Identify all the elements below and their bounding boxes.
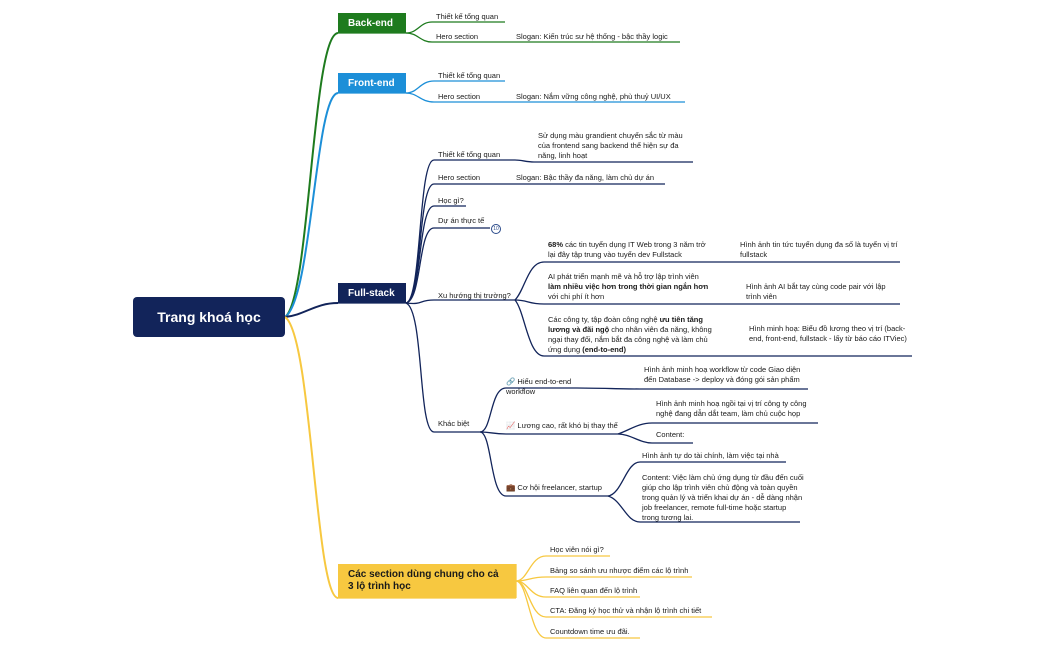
diff-freelancer-image-note[interactable]: Hình ảnh tự do tài chính, làm việc tại n… xyxy=(642,451,779,460)
fullstack-trend[interactable]: Xu hướng thị trường? xyxy=(438,291,511,300)
diff-high-salary-content[interactable]: Content: xyxy=(656,430,685,439)
trend-1-image-note[interactable]: Hình ảnh tin tức tuyển dụng đa số là tuy… xyxy=(740,240,898,259)
common-sections-node[interactable]: Các section dùng chung cho cả 3 lộ trình… xyxy=(338,564,516,598)
diff-freelancer-content[interactable]: Content: Việc làm chủ ứng dụng từ đầu đế… xyxy=(642,473,804,522)
trend-1[interactable]: 68% các tin tuyển dụng IT Web trong 3 nă… xyxy=(548,240,706,259)
fullstack-hero-slogan[interactable]: Slogan: Bậc thầy đa năng, làm chủ dự án xyxy=(516,173,655,182)
trend-3[interactable]: Các công ty, tập đoàn công nghệ ưu tiên … xyxy=(548,315,712,354)
projects-count-badge: 10 xyxy=(491,224,501,234)
root-node[interactable]: Trang khoá học xyxy=(133,297,285,337)
trend-2-image-note[interactable]: Hình ảnh AI bắt tay cùng code pair với l… xyxy=(746,282,886,301)
diff-freelancer[interactable]: 💼 Cơ hội freelancer, startup xyxy=(506,483,602,492)
fullstack-overview-note[interactable]: Sử dụng màu grandient chuyển sắc từ màu … xyxy=(538,131,683,160)
backend-overview[interactable]: Thiết kế tổng quan xyxy=(436,12,499,21)
diff-end-to-end[interactable]: 🔗 Hiểu end-to-end workflow xyxy=(506,377,572,396)
branch-frontend xyxy=(284,92,339,318)
fullstack-projects[interactable]: Dự án thực tế xyxy=(438,216,485,225)
diff-high-salary-image-note[interactable]: Hình ảnh minh hoạ ngồi tại vị trí công t… xyxy=(656,399,807,418)
fullstack-hero[interactable]: Hero section xyxy=(438,173,481,182)
fullstack-overview[interactable]: Thiết kế tổng quan xyxy=(438,150,501,159)
frontend-node[interactable]: Front-end xyxy=(338,73,406,93)
frontend-hero[interactable]: Hero section xyxy=(438,92,481,101)
common-item-cta[interactable]: CTA: Đăng ký học thử và nhận lộ trình ch… xyxy=(550,606,702,615)
backend-hero-slogan[interactable]: Slogan: Kiến trúc sư hệ thống - bậc thầy… xyxy=(516,32,668,41)
backend-node[interactable]: Back-end xyxy=(338,13,406,33)
branch-common xyxy=(284,316,339,599)
branch-fullstack xyxy=(284,302,339,318)
common-item-testimonials[interactable]: Học viên nói gì? xyxy=(550,545,604,554)
trend-3-image-note[interactable]: Hình minh hoạ: Biểu đồ lương theo vị trí… xyxy=(749,324,907,343)
common-item-comparison[interactable]: Bảng so sánh ưu nhược điểm các lộ trình xyxy=(550,566,689,575)
fullstack-diff[interactable]: Khác biệt xyxy=(438,419,470,428)
diff-end-to-end-image-note[interactable]: Hình ảnh minh hoạ workflow từ code Giao … xyxy=(644,365,801,384)
fullstack-node[interactable]: Full-stack xyxy=(338,283,406,303)
common-item-faq[interactable]: FAQ liên quan đến lộ trình xyxy=(550,586,638,595)
common-item-countdown[interactable]: Countdown time ưu đãi. xyxy=(550,627,630,636)
frontend-hero-slogan[interactable]: Slogan: Nắm vững công nghệ, phù thuỷ UI/… xyxy=(516,92,671,101)
trend-2[interactable]: AI phát triển mạnh mẽ và hỗ trợ lập trìn… xyxy=(548,272,709,301)
frontend-overview[interactable]: Thiết kế tổng quan xyxy=(438,71,501,80)
diff-high-salary[interactable]: 📈 Lương cao, rất khó bị thay thế xyxy=(506,421,618,430)
backend-hero[interactable]: Hero section xyxy=(436,32,479,41)
branch-backend xyxy=(284,32,339,318)
fullstack-learn[interactable]: Học gì? xyxy=(438,196,464,205)
